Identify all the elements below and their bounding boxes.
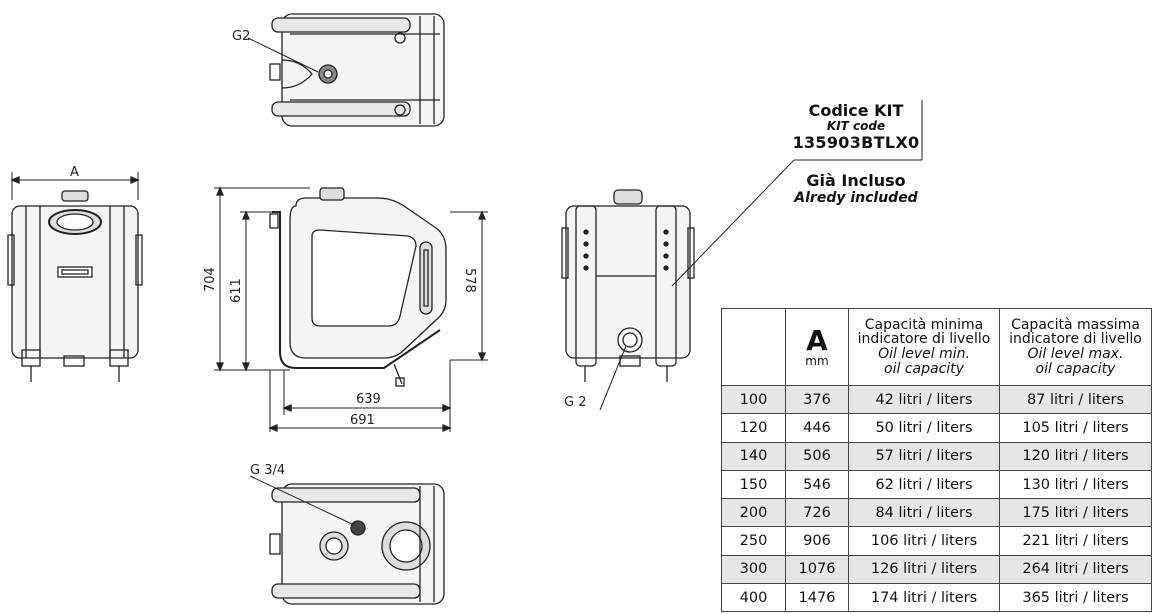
kit-code: 135903BTLX0 bbox=[792, 133, 920, 153]
header-max-capacity: Capacità massima indicatore di livello O… bbox=[999, 308, 1152, 386]
front-view-right bbox=[561, 100, 923, 411]
kit-title: Codice KIT bbox=[808, 101, 904, 120]
label-g2-right: G 2 bbox=[564, 395, 586, 410]
label-dim-611: 611 bbox=[229, 278, 244, 303]
front-view-left bbox=[7, 172, 143, 382]
label-dim-704: 704 bbox=[203, 267, 218, 292]
side-view bbox=[214, 186, 488, 432]
header-min-capacity: Capacità minima indicatore di livello Oi… bbox=[848, 308, 1000, 386]
included-it: Già Incluso bbox=[806, 171, 906, 190]
capacity-table: A mm Capacità minima indicatore di livel… bbox=[721, 308, 1152, 613]
bottom-view bbox=[249, 475, 445, 605]
label-dim-a: A bbox=[70, 165, 79, 180]
header-a: A mm bbox=[785, 308, 849, 386]
label-g2-top: G2 bbox=[232, 29, 250, 44]
label-dim-691: 691 bbox=[350, 413, 375, 428]
table-header-row: A mm Capacità minima indicatore di livel… bbox=[721, 308, 1152, 386]
included-en: Alredy included bbox=[794, 190, 918, 207]
kit-subtitle: KIT code bbox=[826, 119, 886, 134]
label-dim-639: 639 bbox=[356, 392, 381, 407]
label-g34-bottom: G 3/4 bbox=[250, 463, 285, 478]
kit-callout: Codice KIT KIT code 135903BTLX0 bbox=[786, 101, 926, 153]
label-dim-578: 578 bbox=[462, 268, 477, 293]
top-view bbox=[247, 13, 445, 127]
header-model bbox=[721, 308, 786, 386]
included-note: Già Incluso Alredy included bbox=[776, 171, 936, 207]
